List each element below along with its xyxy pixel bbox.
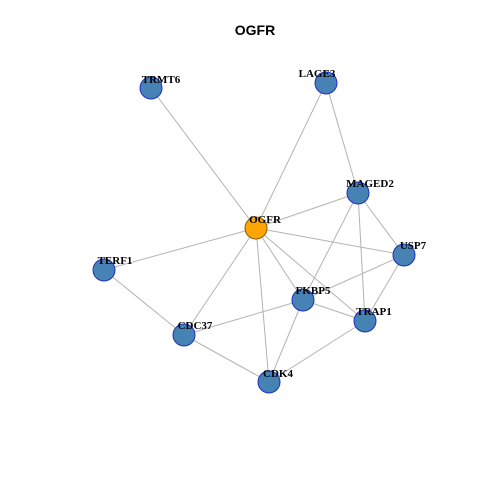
edge-trap1-cdk4 bbox=[268, 320, 366, 383]
edge-ogfr-cdk4 bbox=[255, 227, 270, 383]
edge-ogfr-cdc37 bbox=[183, 227, 257, 336]
node-label-fkbp5: FKBP5 bbox=[296, 285, 331, 297]
diagram-title: OGFR bbox=[235, 22, 275, 38]
node-trap1: TRAP1 bbox=[353, 306, 392, 333]
node-label-lage3: LAGE3 bbox=[299, 68, 336, 80]
node-trmt6: TRMT6 bbox=[139, 74, 181, 100]
node-cdc37: CDC37 bbox=[172, 320, 213, 347]
node-maged2: MAGED2 bbox=[346, 178, 394, 205]
node-usp7: USP7 bbox=[392, 240, 427, 267]
node-label-maged2: MAGED2 bbox=[346, 178, 394, 190]
node-circle-fkbp5 bbox=[291, 288, 315, 312]
node-circle-maged2 bbox=[346, 181, 370, 205]
edge-usp7-fkbp5 bbox=[302, 254, 405, 301]
edge-cdc37-cdk4 bbox=[183, 334, 270, 383]
edge-ogfr-trap1 bbox=[255, 227, 366, 322]
edge-fkbp5-cdc37 bbox=[183, 299, 304, 336]
node-label-cdc37: CDC37 bbox=[178, 320, 213, 332]
node-circle-trmt6 bbox=[139, 76, 163, 100]
edge-maged2-usp7 bbox=[357, 192, 405, 256]
node-label-cdk4: CDK4 bbox=[263, 368, 293, 380]
node-label-trap1: TRAP1 bbox=[356, 306, 391, 318]
node-circle-cdk4 bbox=[257, 370, 281, 394]
node-circle-usp7 bbox=[392, 243, 416, 267]
node-ogfr: OGFR bbox=[244, 214, 282, 240]
edge-ogfr-terf1 bbox=[103, 227, 257, 271]
node-label-terf1: TERF1 bbox=[98, 255, 133, 267]
node-circle-ogfr bbox=[244, 216, 268, 240]
edge-terf1-cdc37 bbox=[103, 269, 185, 336]
node-circle-cdc37 bbox=[172, 323, 196, 347]
node-fkbp5: FKBP5 bbox=[291, 285, 331, 312]
edge-maged2-fkbp5 bbox=[302, 192, 359, 301]
node-label-trmt6: TRMT6 bbox=[142, 74, 181, 86]
node-label-ogfr: OGFR bbox=[249, 214, 282, 226]
edge-ogfr-maged2 bbox=[255, 192, 359, 229]
edge-ogfr-trmt6 bbox=[150, 87, 257, 229]
node-lage3: LAGE3 bbox=[299, 68, 338, 95]
node-circle-trap1 bbox=[353, 309, 377, 333]
edge-usp7-trap1 bbox=[364, 254, 405, 322]
edge-maged2-trap1 bbox=[357, 192, 366, 322]
node-label-usp7: USP7 bbox=[400, 240, 427, 252]
node-terf1: TERF1 bbox=[92, 255, 133, 282]
node-circle-lage3 bbox=[314, 71, 338, 95]
edge-ogfr-lage3 bbox=[255, 82, 327, 229]
edge-ogfr-usp7 bbox=[255, 227, 405, 256]
node-cdk4: CDK4 bbox=[257, 368, 293, 394]
edges-layer bbox=[103, 82, 405, 383]
edge-fkbp5-cdk4 bbox=[268, 299, 304, 383]
node-circle-terf1 bbox=[92, 258, 116, 282]
nodes-layer: OGFR TRMT6 LAGE3MAGED2USP7TERF1FKBP5TRAP1C… bbox=[92, 68, 427, 394]
edge-ogfr-fkbp5 bbox=[255, 227, 304, 301]
edge-lage3-maged2 bbox=[325, 82, 359, 194]
